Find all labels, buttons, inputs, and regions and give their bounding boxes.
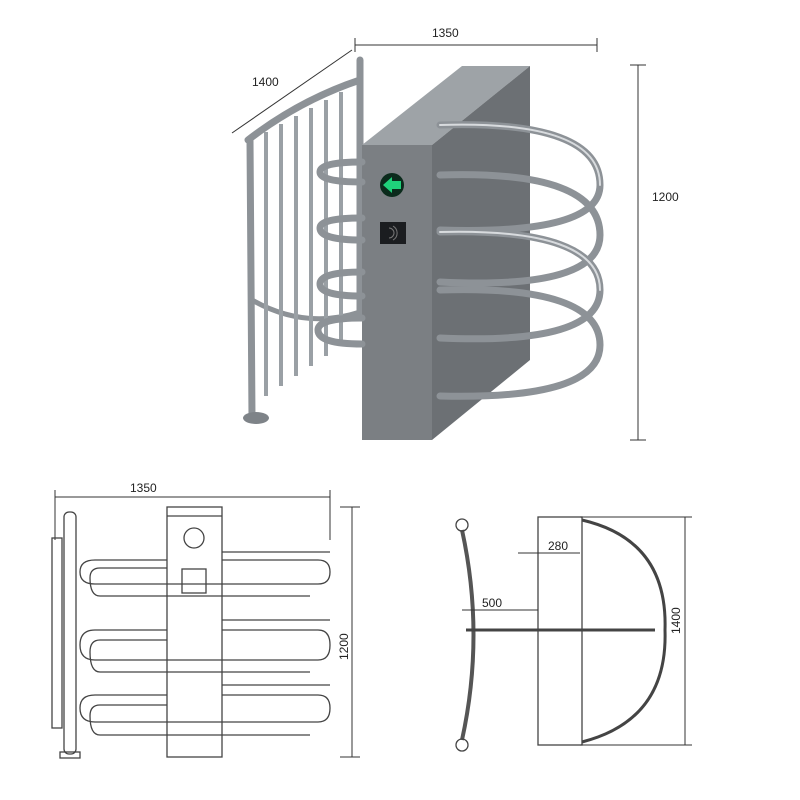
front-view-drawing: 1350 1200	[51, 481, 360, 759]
front-width-label: 1350	[130, 481, 157, 495]
side-fence	[243, 56, 364, 424]
arm-offset-label: 280	[548, 539, 568, 553]
svg-text:1400: 1400	[252, 75, 279, 89]
fence-gap-label: 500	[482, 596, 502, 610]
dimension-width: 1350	[354, 26, 598, 52]
dimension-depth: 1400	[231, 49, 353, 134]
turnstile-render: 1350 1400 1200	[231, 26, 679, 441]
card-reader-icon	[380, 222, 406, 244]
svg-text:1200: 1200	[652, 190, 679, 204]
svg-text:1350: 1350	[432, 26, 459, 40]
top-depth-label: 1400	[669, 607, 683, 634]
top-view-drawing: 1400 280 500	[455, 516, 692, 752]
rotor-arms	[314, 121, 604, 400]
dimension-height: 1200	[630, 64, 679, 441]
cabinet	[362, 66, 530, 440]
front-height-label: 1200	[337, 633, 351, 660]
